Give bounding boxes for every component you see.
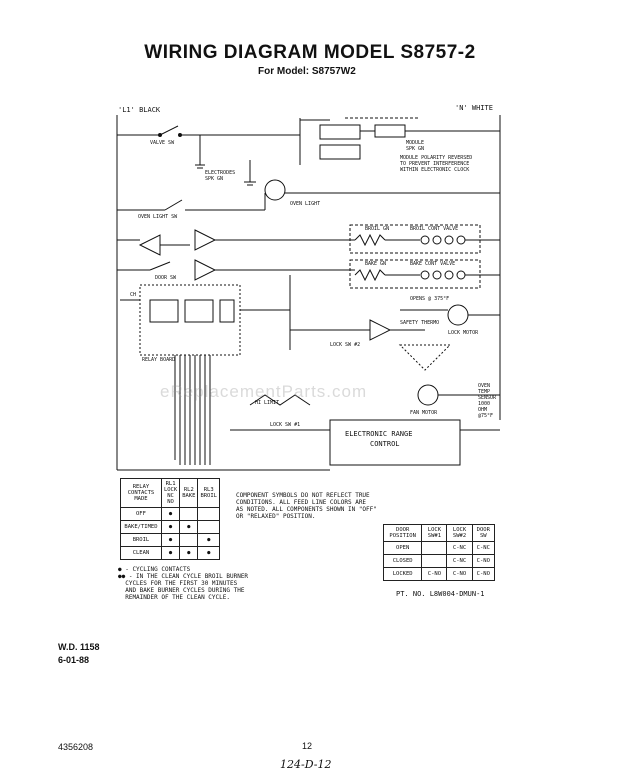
relay-header-0: RELAY CONTACTS MADE — [120, 478, 162, 508]
door-cell: C-NO — [471, 554, 496, 568]
door-cell: C-NO — [446, 567, 473, 581]
oven-sensor-label: OVEN TEMP SENSOR 1000 OHM @75°F — [478, 383, 497, 419]
part-number: PT. NO. L8W004-DMUN-1 — [396, 590, 485, 598]
door-header-3: DOOR SW — [471, 524, 496, 542]
handwritten-note: 124-D-12 — [280, 758, 332, 771]
relay-cell: ● — [160, 520, 181, 534]
door-position-table: DOOR POSITION LOCK SW#1 LOCK SW#2 DOOR S… — [382, 524, 496, 581]
relay-board-label: RELAY BOARD — [142, 357, 176, 363]
relay-contacts-table: RELAY CONTACTS MADE RL1 LOCK NC NO RL2 B… — [120, 478, 220, 560]
module-h-box — [319, 124, 361, 140]
relay-cell — [197, 507, 220, 521]
ch-label: CH — [130, 292, 137, 298]
door-header-0: DOOR POSITION — [382, 524, 423, 542]
door-cell: CLOSED — [382, 554, 423, 568]
relay-cell: ● — [179, 520, 199, 534]
safety-thermo-label: SAFETY THERMO — [400, 320, 440, 326]
door-cell — [421, 541, 448, 555]
wd-date: 6-01-88 — [58, 655, 90, 665]
relay-header-3: RL3 BROIL — [197, 478, 220, 508]
page-number: 12 — [302, 741, 313, 751]
erc-label-1: ELECTRONIC RANGE — [345, 430, 413, 438]
lock-motor-symbol — [447, 304, 469, 326]
document-number: 4356208 — [58, 742, 94, 752]
diagram-subtitle: For Model: S8757W2 — [258, 66, 356, 77]
relay-cell: CLEAN — [120, 546, 162, 560]
relay-cell: BAKE/TIMED — [120, 520, 162, 534]
valve-sw-label: VALVE SW — [150, 140, 175, 146]
relay-cell: ● — [160, 546, 181, 560]
n-label: 'N' WHITE — [455, 104, 493, 112]
wd-number: W.D. 1158 — [58, 642, 100, 652]
relay-board — [139, 284, 241, 356]
relay-cell: ● — [160, 507, 181, 521]
cycling-notes: ● - CYCLING CONTACTS ●● - IN THE CLEAN C… — [118, 566, 249, 601]
relay-cell — [197, 520, 220, 534]
door-sw-label: DOOR SW — [155, 275, 177, 281]
door-cell: C-NO — [421, 567, 448, 581]
l1-label: 'L1' BLACK — [118, 106, 161, 114]
relay-cell: ● — [160, 533, 181, 547]
door-header-1: LOCK SW#1 — [421, 524, 448, 542]
oven-light-sw-label: OVEN LIGHT SW — [138, 214, 178, 220]
lock-motor-label: LOCK MOTOR — [448, 330, 479, 336]
lock-sw1-label: LOCK SW #1 — [270, 422, 301, 428]
relay-cell: ● — [197, 546, 220, 560]
erc-label-2: CONTROL — [370, 440, 400, 448]
relay-cell: ● — [197, 533, 220, 547]
opens-label: OPENS @ 375°F — [410, 296, 450, 302]
electrodes-label: ELECTRODES SPK GN — [205, 170, 236, 182]
module-label-2: SPK GN — [406, 146, 425, 152]
door-cell: OPEN — [382, 541, 423, 555]
oven-light-bulb — [264, 179, 286, 201]
door-cell: LOCKED — [382, 567, 423, 581]
component-note: COMPONENT SYMBOLS DO NOT REFLECT TRUE CO… — [236, 492, 377, 520]
relay-header-2: RL2 BAKE — [179, 478, 199, 508]
door-cell: C-NC — [471, 541, 496, 555]
door-header-2: LOCK SW#2 — [446, 524, 473, 542]
relay-cell — [179, 507, 199, 521]
fan-motor-label: FAN MOTOR — [410, 410, 438, 416]
relay-header-1: RL1 LOCK NC NO — [160, 478, 181, 508]
door-cell: C-NC — [446, 541, 473, 555]
fan-motor-symbol — [417, 384, 439, 406]
door-cell: C-NC — [446, 554, 473, 568]
bake-gn-label: BAKE GN — [365, 261, 387, 267]
module-label-1: MODULE — [406, 140, 425, 146]
diagram-title: WIRING DIAGRAM MODEL S8757-2 — [144, 42, 476, 63]
door-cell: C-NO — [471, 567, 496, 581]
door-cell — [421, 554, 448, 568]
lock-sw2-label: LOCK SW #2 — [330, 342, 361, 348]
bake-valve-label: BAKE CONT VALVE — [410, 261, 456, 267]
electronic-range-control-box — [329, 419, 461, 466]
relay-cell: ● — [179, 546, 199, 560]
broil-gn-label: BROIL GN — [365, 226, 390, 232]
oven-light-label: OVEN LIGHT — [290, 201, 321, 207]
broil-valve-label: BROIL CONT VALVE — [410, 226, 459, 232]
hi-limit-label: HI LIMIT — [255, 400, 280, 406]
relay-cell: OFF — [120, 507, 162, 521]
relay-cell: BROIL — [120, 533, 162, 547]
module-l-box — [374, 124, 406, 138]
relay-cell — [179, 533, 199, 547]
module-polarity-note: MODULE POLARITY REVERSED TO PREVENT INTE… — [400, 155, 473, 173]
module-n-box — [319, 144, 361, 160]
watermark: eReplacementParts.com — [160, 382, 368, 401]
